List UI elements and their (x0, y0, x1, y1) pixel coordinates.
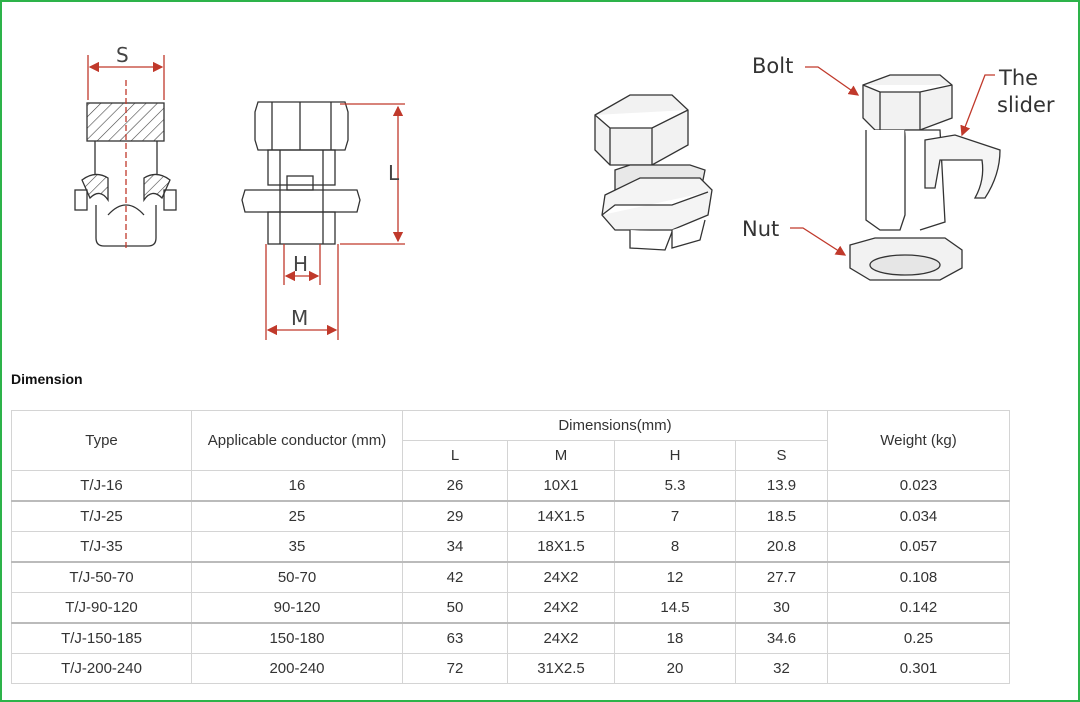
cell-type: T/J-150-185 (11, 622, 192, 654)
cell-l: 26 (402, 470, 508, 502)
header-conductor: Applicable conductor (mm) (191, 410, 403, 471)
technical-drawings: S L H M (74, 43, 1055, 340)
cell-type: T/J-50-70 (11, 561, 192, 593)
cell-h: 5.3 (614, 470, 736, 502)
dimension-table: Type Applicable conductor (mm) Dimension… (11, 410, 1010, 684)
cell-l: 42 (402, 561, 508, 593)
cell-m: 24X2 (507, 622, 615, 654)
front-view-drawing (241, 101, 405, 340)
table-row: T/J-25 25 29 14X1.5 7 18.5 0.034 (11, 500, 1010, 532)
cell-type: T/J-25 (11, 500, 192, 532)
cell-h: 12 (614, 561, 736, 593)
cell-h: 18 (614, 622, 736, 654)
cell-type: T/J-200-240 (11, 653, 192, 684)
cell-type: T/J-35 (11, 531, 192, 563)
cell-conductor: 50-70 (191, 561, 403, 593)
label-nut: Nut (742, 217, 779, 241)
label-slider-line2: slider (997, 93, 1055, 117)
cell-conductor: 16 (191, 470, 403, 502)
assembled-connector-drawing (594, 94, 713, 251)
cell-l: 29 (402, 500, 508, 532)
label-bolt: Bolt (752, 54, 793, 78)
cell-h: 14.5 (614, 592, 736, 624)
header-weight: Weight (kg) (827, 410, 1010, 471)
cell-h: 8 (614, 531, 736, 563)
cell-h: 20 (614, 653, 736, 684)
table-row: T/J-35 35 34 18X1.5 8 20.8 0.057 (11, 531, 1010, 563)
cell-weight: 0.301 (827, 653, 1010, 684)
table-row: T/J-150-185 150-180 63 24X2 18 34.6 0.25 (11, 622, 1010, 654)
label-h: H (293, 252, 308, 276)
table-row: T/J-50-70 50-70 42 24X2 12 27.7 0.108 (11, 561, 1010, 593)
cell-m: 31X2.5 (507, 653, 615, 684)
section-view-drawing (74, 55, 177, 250)
cell-l: 34 (402, 531, 508, 563)
exploded-view-drawing (849, 74, 1001, 281)
cell-m: 18X1.5 (507, 531, 615, 563)
cell-weight: 0.057 (827, 531, 1010, 563)
label-slider-line1: The (998, 66, 1038, 90)
cell-weight: 0.108 (827, 561, 1010, 593)
cell-m: 24X2 (507, 592, 615, 624)
cell-s: 27.7 (735, 561, 828, 593)
label-s: S (116, 43, 129, 67)
section-title: Dimension (11, 371, 83, 387)
cell-weight: 0.142 (827, 592, 1010, 624)
cell-weight: 0.023 (827, 470, 1010, 502)
cell-l: 72 (402, 653, 508, 684)
cell-l: 63 (402, 622, 508, 654)
header-l: L (402, 440, 508, 471)
cell-conductor: 90-120 (191, 592, 403, 624)
cell-type: T/J-16 (11, 470, 192, 502)
label-m: M (291, 306, 308, 330)
header-h: H (614, 440, 736, 471)
cell-conductor: 35 (191, 531, 403, 563)
table-row: T/J-90-120 90-120 50 24X2 14.5 30 0.142 (11, 592, 1010, 624)
header-type: Type (11, 410, 192, 471)
header-s: S (735, 440, 828, 471)
cell-s: 32 (735, 653, 828, 684)
cell-conductor: 25 (191, 500, 403, 532)
table-row: T/J-200-240 200-240 72 31X2.5 20 32 0.30… (11, 653, 1010, 684)
cell-conductor: 200-240 (191, 653, 403, 684)
cell-s: 34.6 (735, 622, 828, 654)
header-m: M (507, 440, 615, 471)
drawing-canvas: S L H M (74, 43, 1055, 340)
cell-l: 50 (402, 592, 508, 624)
cell-type: T/J-90-120 (11, 592, 192, 624)
cell-s: 20.8 (735, 531, 828, 563)
cell-s: 13.9 (735, 470, 828, 502)
cell-m: 24X2 (507, 561, 615, 593)
cell-h: 7 (614, 500, 736, 532)
cell-weight: 0.25 (827, 622, 1010, 654)
cell-s: 18.5 (735, 500, 828, 532)
cell-m: 10X1 (507, 470, 615, 502)
cell-weight: 0.034 (827, 500, 1010, 532)
label-l: L (388, 161, 400, 185)
header-dimensions: Dimensions(mm) (402, 410, 828, 441)
cell-conductor: 150-180 (191, 622, 403, 654)
table-row: T/J-16 16 26 10X1 5.3 13.9 0.023 (11, 470, 1010, 502)
cell-s: 30 (735, 592, 828, 624)
cell-m: 14X1.5 (507, 500, 615, 532)
